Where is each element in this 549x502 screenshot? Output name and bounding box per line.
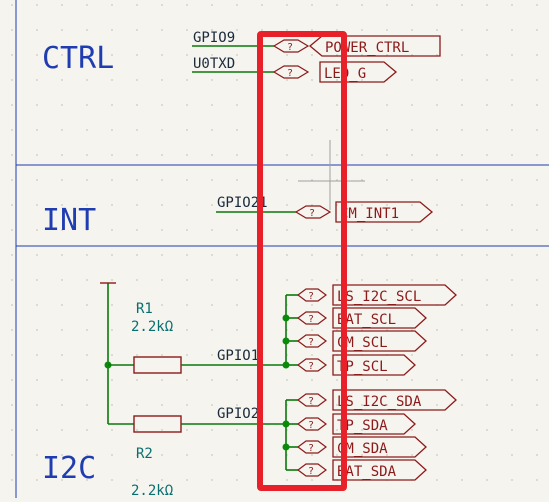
- net-label-u0txd[interactable]: U0TXD: [193, 56, 235, 72]
- svg-text:?: ?: [309, 208, 315, 219]
- global-label-tp-sda[interactable]: TP_SDA: [332, 413, 416, 435]
- global-label-ls-i2c-scl[interactable]: LS_I2C_SCL: [332, 284, 457, 306]
- junction-dot: [282, 337, 290, 345]
- net-label-gpio21[interactable]: GPIO21: [217, 195, 268, 211]
- svg-text:?: ?: [308, 314, 314, 325]
- junction-dot: [282, 443, 290, 451]
- net-label-gpio9[interactable]: GPIO9: [193, 30, 235, 46]
- section-title-int: INT: [42, 203, 96, 238]
- pin-marker-led-g[interactable]: ?: [272, 65, 310, 79]
- svg-text:BAT_SDA: BAT_SDA: [337, 464, 397, 480]
- svg-text:POWER_CTRL: POWER_CTRL: [325, 40, 409, 56]
- crosshair-cursor-icon: [298, 140, 365, 210]
- section-title-i2c: I2C: [42, 451, 96, 486]
- section-title-ctrl: CTRL: [42, 41, 114, 76]
- svg-text:LS_I2C_SCL: LS_I2C_SCL: [337, 289, 421, 305]
- junction-dot: [282, 420, 290, 428]
- svg-text:TP_SCL: TP_SCL: [337, 359, 388, 375]
- svg-text:CM_SDA: CM_SDA: [337, 441, 388, 457]
- r2-value[interactable]: 2.2kΩ: [131, 483, 173, 499]
- svg-text:LS_I2C_SDA: LS_I2C_SDA: [337, 394, 422, 410]
- svg-text:TP_SDA: TP_SDA: [337, 418, 388, 434]
- global-label-tp-scl[interactable]: TP_SCL: [332, 354, 416, 376]
- svg-text:CM_INT1: CM_INT1: [340, 206, 399, 222]
- svg-text:CM_SCL: CM_SCL: [337, 335, 388, 351]
- selection-highlight-box: [257, 31, 347, 491]
- svg-text:BAT_SCL: BAT_SCL: [337, 312, 396, 328]
- pin-marker-power-ctrl[interactable]: ?: [272, 39, 310, 53]
- junction-dot: [282, 361, 290, 369]
- branch-bat-sda[interactable]: ?: [286, 463, 327, 477]
- svg-text:?: ?: [308, 291, 314, 302]
- svg-text:?: ?: [308, 396, 314, 407]
- pin-marker-cm-int1[interactable]: ?: [294, 205, 332, 219]
- svg-text:?: ?: [308, 361, 314, 372]
- r2-reference[interactable]: R2: [136, 446, 153, 462]
- global-label-cm-scl[interactable]: CM_SCL: [332, 330, 427, 352]
- global-label-cm-sda[interactable]: CM_SDA: [332, 436, 427, 458]
- global-label-ls-i2c-sda[interactable]: LS_I2C_SDA: [332, 389, 457, 411]
- global-label-bat-sda[interactable]: BAT_SDA: [332, 459, 427, 481]
- branch-ls-i2c-scl[interactable]: ?: [286, 288, 327, 302]
- svg-text:?: ?: [308, 466, 314, 477]
- global-label-bat-scl[interactable]: BAT_SCL: [332, 307, 427, 329]
- svg-text:?: ?: [308, 337, 314, 348]
- svg-text:?: ?: [308, 420, 314, 431]
- junction-dot: [282, 314, 290, 322]
- r1-reference[interactable]: R1: [136, 301, 153, 317]
- global-label-cm-int1[interactable]: CM_INT1: [335, 201, 434, 223]
- net-label-gpio1[interactable]: GPIO1: [217, 348, 259, 364]
- net-label-gpio2[interactable]: GPIO2: [217, 406, 259, 422]
- branch-ls-i2c-sda[interactable]: ?: [286, 393, 327, 407]
- r1-value[interactable]: 2.2kΩ: [131, 319, 173, 335]
- svg-text:?: ?: [308, 443, 314, 454]
- svg-text:?: ?: [287, 68, 293, 79]
- svg-text:?: ?: [287, 42, 293, 53]
